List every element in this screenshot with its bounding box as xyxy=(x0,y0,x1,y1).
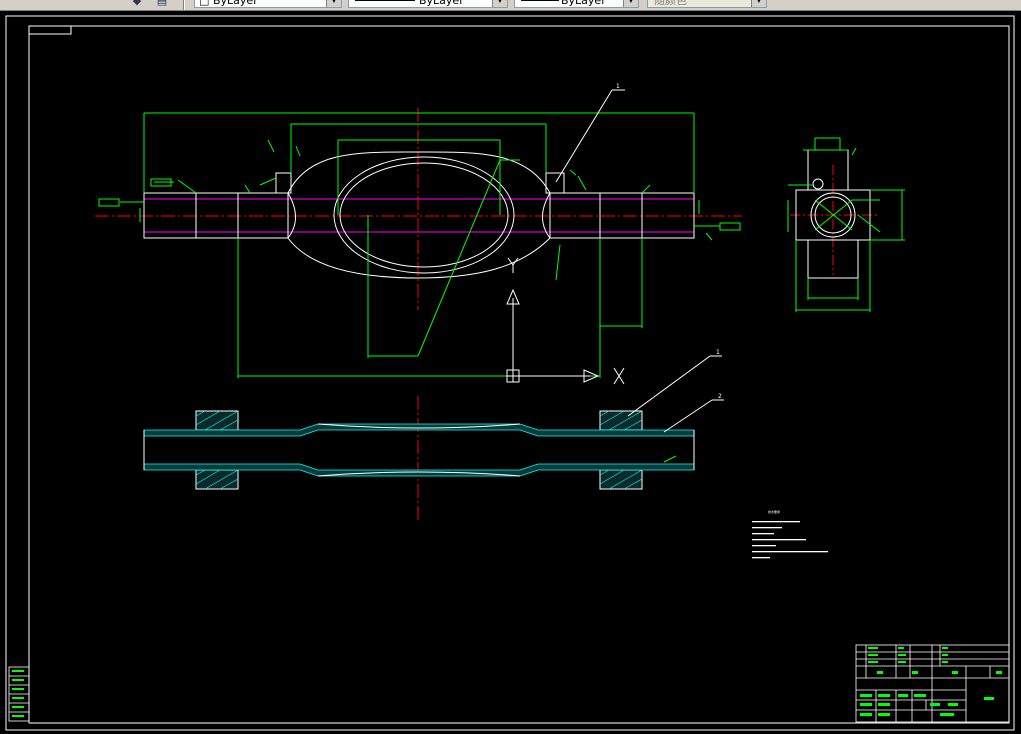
balloon-leader-2 xyxy=(663,399,713,433)
layer-previous-icon[interactable]: ▤ xyxy=(156,0,168,7)
balloon-label-1: 1 xyxy=(616,83,620,90)
chevron-down-icon[interactable]: ▼ xyxy=(492,0,507,7)
chevron-down-icon[interactable]: ▼ xyxy=(326,0,341,7)
color-combo[interactable]: □ ByLayer ▼ xyxy=(194,0,342,8)
drawing-number-box xyxy=(28,25,72,35)
inner-frame xyxy=(28,25,1010,724)
linetype-sample xyxy=(355,0,415,1)
spring-seat-left-upper xyxy=(195,410,239,431)
outer-frame xyxy=(5,15,1015,731)
color-combo-value: ByLayer xyxy=(213,0,258,7)
plotstyle-combo: 随颜色 ▼ xyxy=(647,0,767,8)
ucs-icon xyxy=(506,257,625,385)
lineweight-combo-value: ByLayer xyxy=(561,0,606,7)
balloon-label-2: 2 xyxy=(718,393,722,400)
section-view: 1 2 xyxy=(143,349,724,520)
spring-seat-right-lower xyxy=(599,469,643,490)
tech-req-title: 技术要求 xyxy=(768,509,780,514)
balloon-label-1b: 1 xyxy=(716,349,720,356)
layer-states-icon[interactable]: ◆ xyxy=(132,0,142,7)
housing-outline xyxy=(287,151,551,279)
linetype-combo-value: ByLayer xyxy=(419,0,464,7)
title-block xyxy=(855,644,1010,723)
side-view xyxy=(787,137,905,312)
balloon-leader-1b xyxy=(627,355,711,417)
balloon-leader-1 xyxy=(555,89,613,183)
chevron-down-icon: ▼ xyxy=(751,0,766,7)
spring-seat-left-lower xyxy=(195,469,239,490)
toolbar-separator xyxy=(183,0,185,10)
lineweight-sample xyxy=(521,0,559,1)
chevron-down-icon[interactable]: ▼ xyxy=(623,0,638,7)
lineweight-combo[interactable]: ByLayer ▼ xyxy=(514,0,639,8)
housing-opening-outer xyxy=(333,156,515,274)
plotstyle-combo-value: 随颜色 xyxy=(654,0,687,7)
front-view: 1 xyxy=(95,83,742,385)
revision-table xyxy=(8,666,30,722)
properties-toolbar: ◆ ▤ □ ByLayer ▼ ByLayer ▼ ByLayer ▼ 随颜色 … xyxy=(0,0,1021,11)
drawing-canvas[interactable]: 1 xyxy=(0,11,1021,734)
technical-requirements: 技术要求 xyxy=(752,509,828,559)
linetype-combo[interactable]: ByLayer ▼ xyxy=(348,0,508,8)
spring-seat-right-upper xyxy=(599,410,643,431)
housing-opening-inner xyxy=(339,162,509,268)
title-block-text xyxy=(860,647,1002,716)
color-swatch-icon: □ xyxy=(199,0,210,7)
